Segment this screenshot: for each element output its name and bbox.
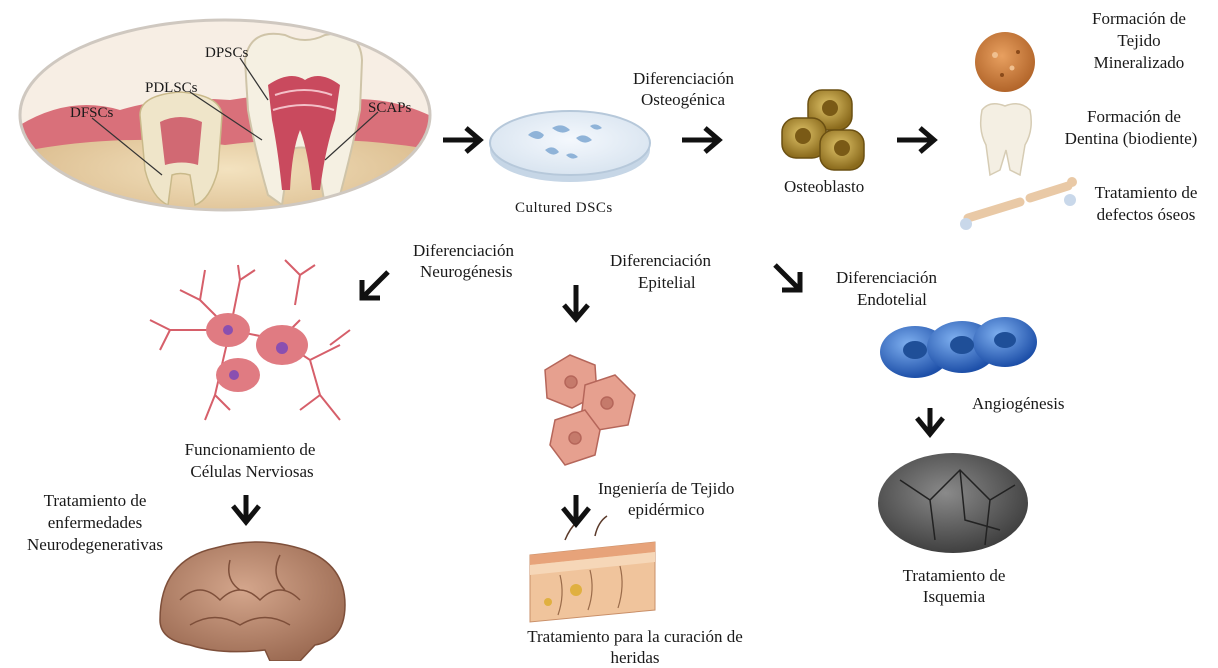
arrow-to-epithelial — [564, 285, 588, 319]
petri-dish — [490, 111, 650, 182]
outcome-mineralized-line2: Tejido — [1070, 30, 1208, 51]
arrow-epithelial-to-skin — [563, 495, 589, 524]
outcome-dentin-line1: Formación de — [1054, 106, 1214, 127]
epithelial-title-line1: Diferenciación — [610, 250, 711, 271]
epithelial-treatment-line2: heridas — [500, 647, 770, 668]
neuron-cells — [150, 260, 350, 420]
arrow-dish-to-osteoblast — [682, 128, 719, 152]
arrow-tooth-to-dish — [443, 128, 480, 152]
endothelial-treatment-line1: Tratamiento de — [884, 565, 1024, 586]
endothelial-outcome: Angiogénesis — [972, 393, 1065, 414]
label-scaps: SCAPs — [368, 98, 411, 119]
endothelial-cells — [880, 317, 1037, 378]
ischemia-tissue — [878, 453, 1028, 553]
osteogenic-title-line1: Diferenciación — [633, 68, 734, 89]
arrow-endothelial-to-ischemia — [917, 408, 943, 434]
skin-illustration — [530, 516, 655, 622]
neurogenic-title-line1: Diferenciación — [413, 240, 514, 261]
label-cultured-dscs: Cultured DSCs — [515, 198, 613, 219]
arrow-osteoblast-to-outcomes — [897, 128, 934, 152]
outcome-bone-defects-line1: Tratamiento de — [1076, 182, 1216, 203]
neurogenic-outcome-line1: Funcionamiento de — [170, 439, 330, 460]
brain-illustration — [160, 542, 345, 661]
tooth-icon — [981, 104, 1032, 175]
arrow-to-neurogenic — [362, 272, 388, 298]
outcome-bone-defects-line2: defectos óseos — [1076, 204, 1216, 225]
epithelial-cells — [545, 355, 635, 465]
neuron-bodies — [206, 313, 308, 392]
arrow-neuron-to-brain — [233, 495, 259, 522]
neurogenic-treatment-line1: Tratamiento de — [5, 490, 185, 511]
neurogenic-treatment-line2: enfermedades — [5, 512, 185, 533]
outcome-mineralized-line1: Formación de — [1070, 8, 1208, 29]
outcome-mineralized-line3: Mineralizado — [1070, 52, 1208, 73]
epithelial-title-line2: Epitelial — [638, 272, 696, 293]
endothelial-title-line2: Endotelial — [857, 289, 927, 310]
endothelial-treatment-line2: Isquemia — [884, 586, 1024, 607]
bone-icon — [960, 177, 1077, 230]
outcome-dentin-line2: Dentina (biodiente) — [1046, 128, 1216, 149]
arrow-to-endothelial — [775, 265, 800, 290]
osteogenic-title-line2: Osteogénica — [641, 89, 725, 110]
neurogenic-treatment-line3: Neurodegenerativas — [5, 534, 185, 555]
endothelial-title-line1: Diferenciación — [836, 267, 937, 288]
epithelial-treatment-line1: Tratamiento para la curación de — [500, 626, 770, 647]
osteoblast-cells — [782, 90, 864, 170]
neurogenic-outcome-line2: Células Nerviosas — [172, 461, 332, 482]
label-dfscs: DFSCs — [70, 103, 113, 124]
mineralized-tissue-icon — [975, 32, 1035, 92]
epithelial-outcome-line1: Ingeniería de Tejido — [598, 478, 734, 499]
epithelial-outcome-line2: epidérmico — [628, 499, 704, 520]
neurogenic-title-line2: Neurogénesis — [420, 261, 513, 282]
label-osteoblast: Osteoblasto — [784, 176, 864, 197]
label-dpscs: DPSCs — [205, 43, 248, 64]
label-pdlscs: PDLSCs — [145, 78, 198, 99]
